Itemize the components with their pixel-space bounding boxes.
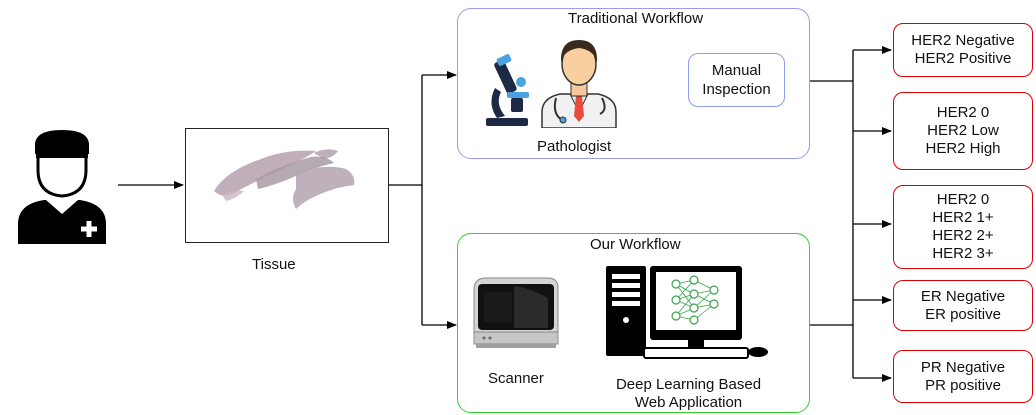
manual-inspection-box: Manual Inspection xyxy=(688,53,785,107)
output-item: HER2 Positive xyxy=(914,50,1012,67)
pathologist-label: Pathologist xyxy=(537,138,612,155)
app-label-line1: Deep Learning Based xyxy=(615,376,762,393)
output-box-her2-binary: HER2 Negative HER2 Positive xyxy=(893,23,1033,77)
scanner-label: Scanner xyxy=(488,370,544,387)
output-item: ER Negative xyxy=(920,287,1006,305)
output-item: HER2 3+ xyxy=(932,245,994,262)
manual-inspection-line1: Manual xyxy=(711,62,762,79)
traditional-workflow-box xyxy=(457,8,810,159)
output-item: PR Negative xyxy=(920,358,1006,376)
output-item: HER2 Low xyxy=(927,122,999,139)
tissue-image xyxy=(185,128,389,243)
output-item: HER2 Negative xyxy=(911,32,1015,49)
scanner-icon xyxy=(473,277,559,348)
output-item: PR positive xyxy=(925,376,1001,394)
output-box-er: ER Negative ER positive xyxy=(893,280,1033,331)
output-item: ER positive xyxy=(925,305,1001,323)
output-box-her2-score: HER2 0 HER2 1+ HER2 2+ HER2 3+ xyxy=(893,185,1033,269)
computer-icon xyxy=(606,266,768,359)
manual-inspection-line2: Inspection xyxy=(702,81,771,98)
output-item: HER2 0 xyxy=(936,191,990,208)
our-workflow-title: Our Workflow xyxy=(590,236,681,253)
output-item: HER2 2+ xyxy=(932,227,994,244)
app-label-line2: Web Application xyxy=(634,394,743,411)
microscope-icon xyxy=(486,54,529,126)
output-item: HER2 0 xyxy=(936,104,990,121)
traditional-workflow-title: Traditional Workflow xyxy=(568,10,704,27)
doctor-icon xyxy=(18,130,106,244)
output-box-her2-low: HER2 0 HER2 Low HER2 High xyxy=(893,92,1033,170)
output-item: HER2 1+ xyxy=(932,209,994,226)
pathologist-icon xyxy=(541,40,617,128)
output-box-pr: PR Negative PR positive xyxy=(893,350,1033,403)
output-item: HER2 High xyxy=(925,140,1001,157)
tissue-label: Tissue xyxy=(252,256,296,273)
tissue-sample xyxy=(214,149,355,209)
